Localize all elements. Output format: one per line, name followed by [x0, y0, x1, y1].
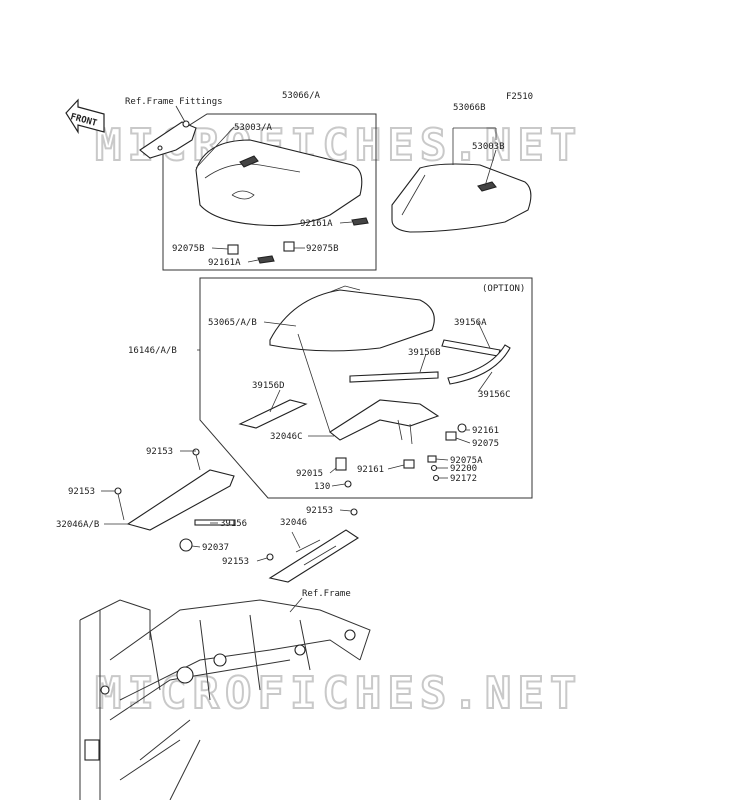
callout-39156a: 39156A [454, 318, 487, 328]
callout-labels: Ref.Frame Fittings 53066/A 53003/A 53066… [56, 91, 525, 599]
frame [79, 599, 371, 800]
callout-53003-a: 53003/A [234, 123, 273, 133]
seat-cowl [269, 285, 435, 352]
callout-92161-1: 92161 [472, 426, 499, 436]
callout-92075a: 92075A [450, 456, 483, 466]
watermark-bottom: MICROFICHES.NET [95, 668, 582, 719]
callout-32046-a-b: 32046A/B [56, 520, 99, 530]
callout-92037: 92037 [202, 543, 229, 553]
washer-92200 [430, 464, 438, 472]
seat-group-outline [162, 113, 377, 271]
damper-92075b-left [227, 244, 239, 255]
callout-39156c: 39156C [478, 390, 511, 400]
bolt-130 [344, 480, 352, 488]
seat-lock-bracket [114, 448, 235, 531]
callout-92200: 92200 [450, 464, 477, 474]
rear-bracket [266, 508, 360, 583]
callout-92075: 92075 [472, 439, 499, 449]
callout-53066-a: 53066/A [282, 91, 321, 101]
callout-92161-2: 92161 [357, 465, 384, 475]
trim-39156c [447, 344, 511, 385]
callout-32046: 32046 [280, 518, 307, 528]
option-group-outline [199, 277, 533, 499]
callout-92161a-2: 92161A [208, 258, 241, 268]
callout-92161a-1: 92161A [300, 219, 333, 229]
callout-39156b: 39156B [408, 348, 441, 358]
hook-92161a-right [351, 217, 369, 226]
front-seat [195, 139, 363, 227]
cowl-bracket [329, 399, 440, 445]
callout-53066b: 53066B [453, 103, 486, 113]
callout-92153-4: 92153 [222, 557, 249, 567]
clamp-92037 [179, 538, 193, 552]
callout-53065-a-b: 53065/A/B [208, 318, 257, 328]
callout-92015: 92015 [296, 469, 323, 479]
callout-39156d: 39156D [252, 381, 285, 391]
callout-39156: 39156 [220, 519, 247, 529]
callout-32046c: 32046C [270, 432, 303, 442]
callout-92153-1: 92153 [146, 447, 173, 457]
callout-53003b: 53003B [472, 142, 505, 152]
callout-ref-frame-fittings: Ref.Frame Fittings [125, 97, 223, 107]
grommet-92161-upper [457, 423, 467, 433]
callout-92075b-1: 92075B [172, 244, 205, 254]
damper-92075a [427, 455, 437, 463]
front-arrow-icon: FRONT [65, 98, 105, 135]
screw-92172 [432, 474, 440, 482]
grommet-92161-lower [403, 459, 415, 469]
option-label: (OPTION) [482, 284, 525, 294]
callout-16146-a-b: 16146/A/B [128, 346, 177, 356]
callout-130: 130 [314, 482, 330, 492]
figure-code: F2510 [506, 92, 533, 102]
leader-lines [101, 105, 497, 613]
rear-seat [391, 163, 532, 233]
callout-92153-3: 92153 [306, 506, 333, 516]
trim-39156b [349, 371, 439, 383]
hook-92161a-left [257, 255, 275, 264]
trim-39156a [441, 339, 501, 357]
callout-ref-frame: Ref.Frame [302, 589, 351, 599]
callout-92075b-2: 92075B [306, 244, 339, 254]
strip-39156 [194, 519, 236, 526]
damper-92075b-right [283, 241, 295, 252]
pad-39156d [238, 399, 308, 429]
callout-92172: 92172 [450, 474, 477, 484]
block-92075 [445, 431, 457, 441]
ref-frame-fittings-bracket [139, 120, 197, 159]
collar-92015 [335, 457, 347, 471]
callout-92153-2: 92153 [68, 487, 95, 497]
